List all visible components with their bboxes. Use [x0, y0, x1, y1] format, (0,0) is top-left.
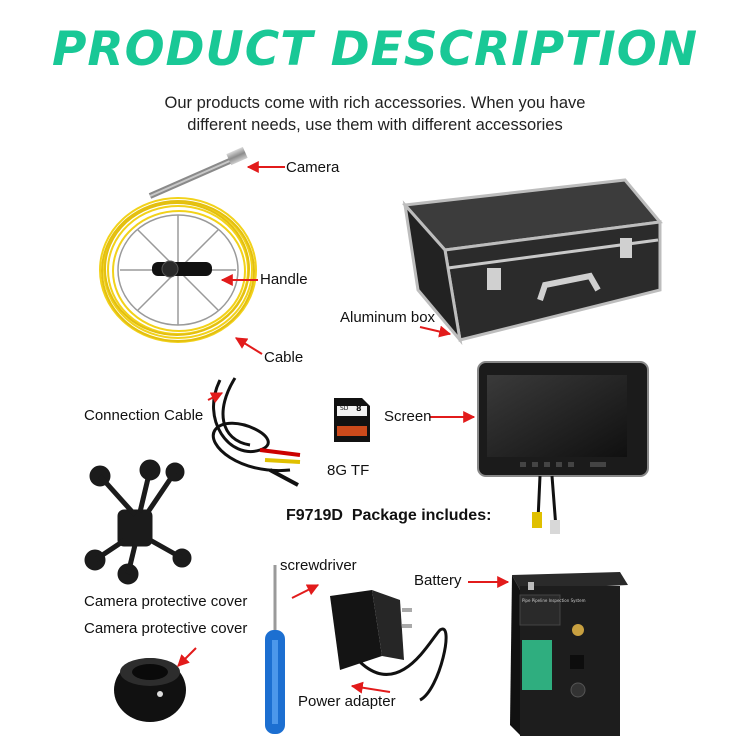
label-battery: Battery	[414, 572, 462, 589]
label-handle: Handle	[260, 271, 308, 288]
protective-cage-image	[84, 459, 192, 585]
arrow-power-adapter	[350, 681, 391, 694]
protective-cover-image	[114, 658, 186, 722]
pointer-arrows	[177, 161, 510, 694]
label-power-adapter: Power adapter	[298, 693, 396, 710]
screwdriver-image	[265, 565, 285, 734]
label-protective-cover-2: Camera protective cover	[84, 620, 248, 637]
sd-card-image	[334, 398, 370, 442]
power-adapter-image	[330, 590, 448, 702]
label-connection-cable: Connection Cable	[84, 407, 204, 424]
page-title: PRODUCT DESCRIPTION	[51, 22, 699, 77]
cable-reel-image	[99, 146, 257, 343]
arrow-protective-cover	[177, 647, 197, 667]
label-aluminum-box: Aluminum box	[340, 309, 436, 326]
aluminum-box-image	[401, 178, 663, 346]
label-screen: Screen	[384, 408, 432, 425]
label-package-includes: F9719D Package includes:	[286, 507, 492, 524]
monitor-screen-image	[477, 361, 649, 534]
label-cable: Cable	[264, 349, 304, 366]
sd-card-capacity-print: 8	[356, 404, 362, 413]
connection-cable-image	[211, 377, 301, 487]
arrow-aluminum-box	[419, 325, 452, 338]
label-camera: Camera	[286, 159, 340, 176]
subtitle-line-1: Our products come with rich accessories.…	[164, 94, 586, 112]
subtitle-line-2: different needs, use them with different…	[187, 116, 563, 134]
arrow-screwdriver	[291, 584, 320, 599]
label-sd-card: 8G TF	[327, 462, 370, 479]
arrow-cable	[234, 337, 263, 355]
battery-title-print: Pipe Pipeline Inspection System	[522, 598, 586, 603]
label-protective-cover-1: Camera protective cover	[84, 593, 248, 610]
page-subtitle: Our products come with rich accessories.…	[75, 92, 675, 136]
label-screwdriver: screwdriver	[280, 557, 357, 574]
sd-card-brand-print: SD	[340, 405, 349, 412]
arrow-connection-cable	[207, 392, 224, 404]
battery-box-image: Pipe Pipeline Inspection System	[510, 572, 628, 736]
